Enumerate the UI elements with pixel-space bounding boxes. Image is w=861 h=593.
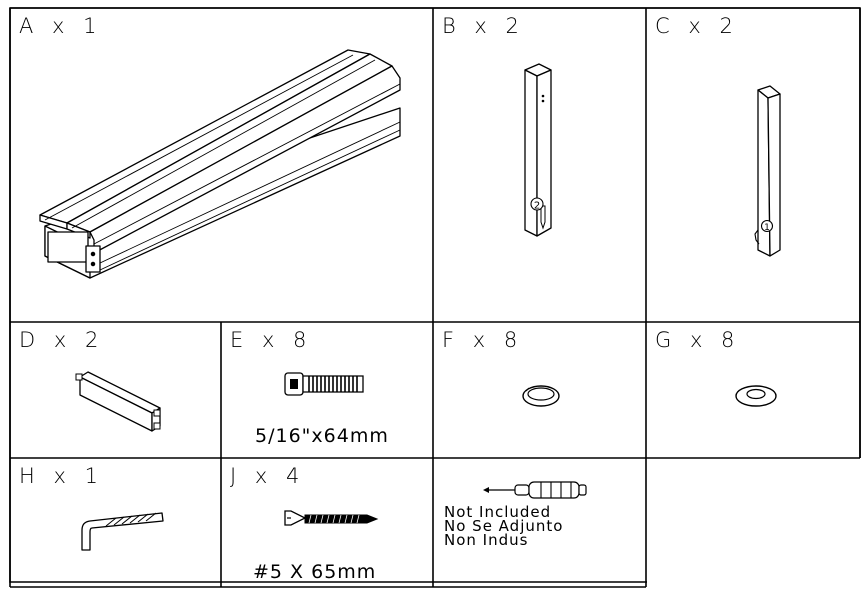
part-label-h: H x 1: [19, 464, 104, 488]
part-cell-a: A x 1: [10, 8, 433, 322]
part-cell-e: E x 8 5/16"x64mm: [221, 322, 433, 458]
note-line-3: Non Indus: [444, 531, 529, 548]
part-cell-b: B x 2 2: [433, 8, 646, 322]
part-label-b: B x 2: [442, 14, 525, 38]
screw-j-illustration: [221, 458, 433, 587]
leg-b-illustration: 2: [433, 8, 646, 322]
part-caption-e: 5/16"x64mm: [255, 425, 389, 447]
marker-number-b: 2: [534, 201, 540, 212]
part-label-j: J x 4: [230, 464, 306, 488]
marker-circle-b: [531, 198, 543, 210]
part-caption-j: #5 X 65mm: [253, 561, 377, 583]
hex-key-h-illustration: [10, 458, 221, 587]
part-label-f: F x 8: [442, 328, 524, 352]
note-line-2: No Se Adjunto: [444, 517, 564, 535]
part-label-e: E x 8: [230, 328, 313, 352]
marker-circle-c: [762, 221, 773, 232]
table-top-illustration: [10, 8, 433, 322]
marker-number-c: 1: [764, 223, 770, 233]
part-label-d: D x 2: [19, 328, 105, 352]
part-label-a: A x 1: [19, 14, 103, 38]
part-cell-g: G x 8: [646, 322, 860, 458]
part-label-g: G x 8: [655, 328, 741, 352]
tool-cell: Not Included No Se Adjunto Non Indus: [433, 458, 646, 587]
part-cell-f: F x 8: [433, 322, 646, 458]
flat-washer-g-illustration: [646, 322, 860, 458]
bolt-e-illustration: [221, 322, 433, 458]
note-line-1: Not Included: [444, 505, 552, 521]
not-included-note: Not Included No Se Adjunto Non Indus: [444, 505, 634, 547]
empty-cell-mask: [647, 458, 861, 593]
part-cell-c: C x 2 1: [646, 8, 860, 322]
screwdriver-illustration: [483, 458, 646, 587]
part-cell-d: D x 2: [10, 322, 221, 458]
part-cell-h: H x 1: [10, 458, 221, 587]
part-label-c: C x 2: [655, 14, 739, 38]
rail-d-illustration: [10, 322, 221, 458]
leg-c-illustration: 1: [646, 8, 860, 322]
part-cell-j: J x 4 #5 X 65mm: [221, 458, 433, 587]
spring-washer-f-illustration: [433, 322, 646, 458]
